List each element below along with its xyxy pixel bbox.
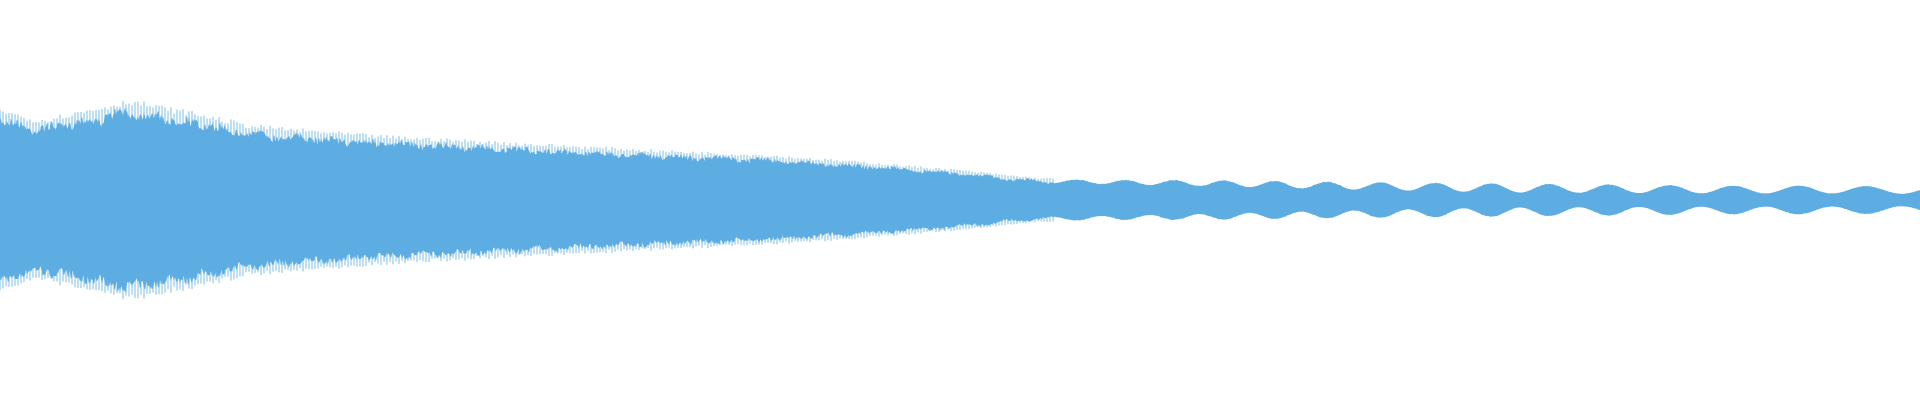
waveform-sample-spikes [0,100,1054,300]
